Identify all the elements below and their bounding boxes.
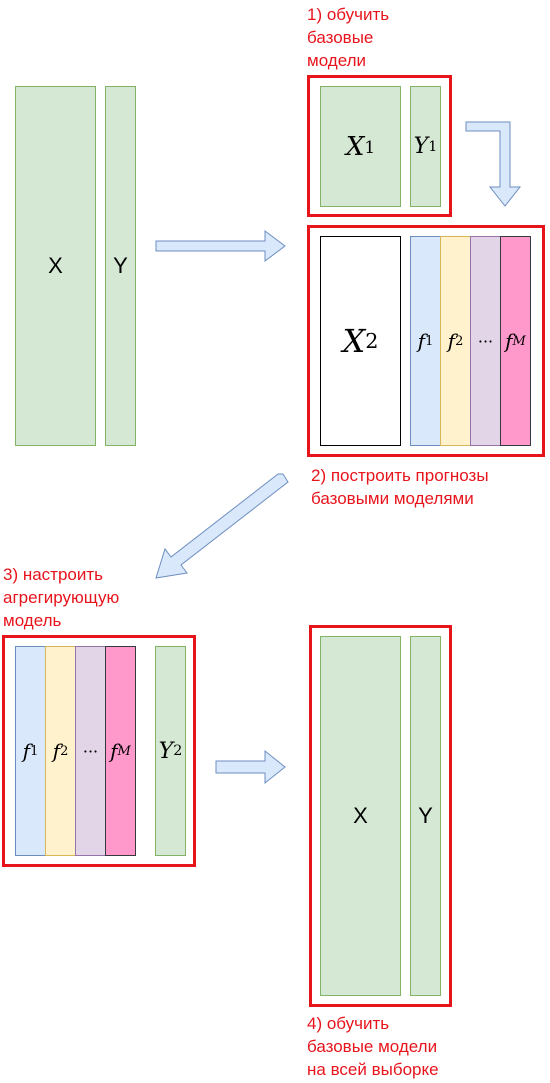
arrow-bent-down-icon — [465, 121, 522, 207]
dataset-x-block — [15, 86, 96, 446]
arrow-right-to-step4 — [215, 749, 286, 785]
step3-y2-block — [155, 646, 186, 856]
step2-fm-column — [500, 236, 531, 446]
step2-f1-subscript: 1 — [425, 333, 434, 349]
arrow-diagonal-to-step3 — [155, 473, 289, 579]
dataset-x-label: X — [48, 253, 63, 278]
dataset-y-block — [105, 86, 136, 446]
step4-frame — [309, 625, 452, 1007]
step2-f2-subscript: 2 — [455, 333, 464, 349]
step1-frame — [307, 75, 452, 217]
step1-y1-subscript: 1 — [428, 138, 438, 155]
step4-caption: 4) обучить базовые модели на всей выборк… — [307, 1012, 439, 1081]
step1-x1-block — [320, 86, 401, 207]
step1-y1-block — [410, 86, 441, 207]
step3-caption-line-2: агрегирующую — [3, 588, 120, 607]
step2-fm-subscript: M — [512, 333, 526, 349]
step3-frame — [2, 635, 196, 867]
step4-y-label: Y — [418, 803, 433, 828]
step1-caption-line-1: 1) обучить — [307, 5, 390, 24]
step3-dots-label: ··· — [82, 741, 99, 761]
step3-f1-subscript: 1 — [30, 743, 39, 759]
step1-caption: 1) обучить базовые модели — [307, 3, 389, 72]
step3-fm-subscript: M — [117, 743, 131, 759]
step2-caption-line-2: базовыми моделями — [311, 489, 474, 508]
step2-dots-label: ··· — [477, 331, 494, 351]
step4-caption-line-2: базовые модели — [307, 1037, 438, 1056]
step4-caption-line-1: 4) обучить — [307, 1014, 390, 1033]
step3-caption: 3) настроить агрегирующую модель — [3, 563, 119, 632]
step1-caption-line-3: модели — [307, 51, 366, 70]
step2-x2-block — [320, 236, 401, 446]
step3-fm-column — [105, 646, 136, 856]
step3-f1-column — [15, 646, 46, 856]
step2-caption-line-1: 2) построить прогнозы — [311, 466, 489, 485]
step2-x2-subscript: 2 — [365, 329, 379, 353]
step1-x1-subscript: 1 — [364, 136, 376, 157]
step4-x-label: X — [353, 803, 368, 828]
step4-caption-line-3: на всей выборке — [307, 1060, 439, 1079]
step3-caption-line-1: 3) настроить — [3, 565, 104, 584]
step2-frame — [307, 225, 545, 457]
step4-x-block — [320, 636, 401, 996]
step1-caption-line-2: базовые — [307, 28, 374, 47]
step3-f2-subscript: 2 — [60, 743, 69, 759]
step3-f2-column — [45, 646, 76, 856]
dataset-y-label: Y — [113, 253, 128, 278]
step2-f2-column — [440, 236, 471, 446]
step4-y-block — [410, 636, 441, 996]
step3-caption-line-3: модель — [3, 611, 62, 630]
step3-y2-subscript: 2 — [173, 743, 183, 759]
step2-caption: 2) построить прогнозы базовыми моделями — [311, 464, 489, 510]
arrow-right-to-step2 — [155, 230, 286, 262]
